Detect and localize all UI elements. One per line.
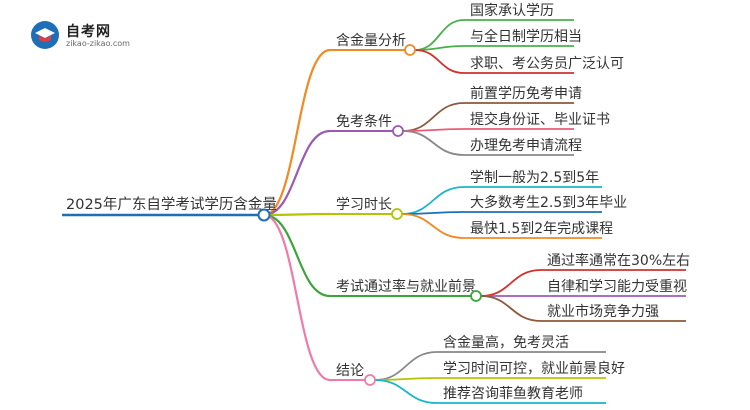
leaf-label: 办理免考申请流程: [470, 138, 582, 154]
leaf-label: 就业市场竞争力强: [547, 303, 659, 320]
leaf-label: 自律和学习能力受重视: [547, 279, 687, 295]
leaf-connector: [374, 351, 438, 381]
leaf-label: 大多数考生2.5到3年毕业: [470, 194, 627, 211]
branch-node: [470, 290, 482, 302]
leaf-connector: [401, 213, 465, 239]
leaf-label: 通过率通常在30%左右: [547, 252, 690, 269]
branch-node: [392, 125, 404, 137]
leaf-connector: [414, 49, 465, 74]
logo-title: 自考网: [66, 24, 111, 40]
leaf-connector: [402, 130, 465, 156]
root-node: [257, 208, 271, 222]
branch-label: 考试通过率与就业前景: [336, 278, 476, 295]
branch-connector: [263, 48, 331, 217]
logo-subtitle: zikao-zikao.com: [66, 39, 130, 48]
branch-connector: [263, 129, 331, 217]
leaf-label: 推荐咨询菲鱼教育老师: [443, 385, 583, 402]
leaf-label: 学制一般为2.5到5年: [470, 170, 599, 186]
leaf-connector: [480, 295, 542, 322]
leaf-label: 含金量高，免考灵活: [443, 334, 569, 351]
branch-label: 免考条件: [336, 113, 392, 130]
branch-connector: [263, 212, 331, 217]
branch-label: 结论: [336, 363, 364, 379]
leaf-label: 最快1.5到2年完成课程: [470, 221, 613, 237]
leaf-label: 提交身份证、毕业证书: [470, 111, 610, 128]
root-label: 2025年广东自学考试学历含金量: [66, 196, 277, 213]
leaf-connector: [480, 269, 542, 297]
leaf-label: 学习时间可控，就业前景良好: [443, 360, 625, 377]
branch-node: [391, 208, 403, 220]
leaf-label: 国家承认学历: [470, 2, 554, 19]
leaf-connector: [401, 186, 465, 215]
branch-label: 含金量分析: [336, 33, 406, 49]
leaf-label: 求职、考公务员广泛认可: [470, 56, 624, 72]
branch-connector: [263, 213, 331, 382]
site-logo[interactable]: 自考网 zikao-zikao.com: [30, 20, 140, 50]
graduation-cap-icon: [31, 21, 59, 49]
leaf-label: 与全日制学历相当: [470, 28, 582, 45]
leaf-connector: [414, 45, 465, 51]
branch-node: [364, 374, 376, 386]
branch-node: [404, 44, 416, 56]
branch-connector: [263, 213, 331, 298]
branch-label: 学习时长: [336, 197, 392, 213]
leaf-connector: [402, 102, 465, 132]
leaf-connector: [374, 379, 438, 404]
leaf-label: 前置学历免考申请: [470, 85, 582, 102]
